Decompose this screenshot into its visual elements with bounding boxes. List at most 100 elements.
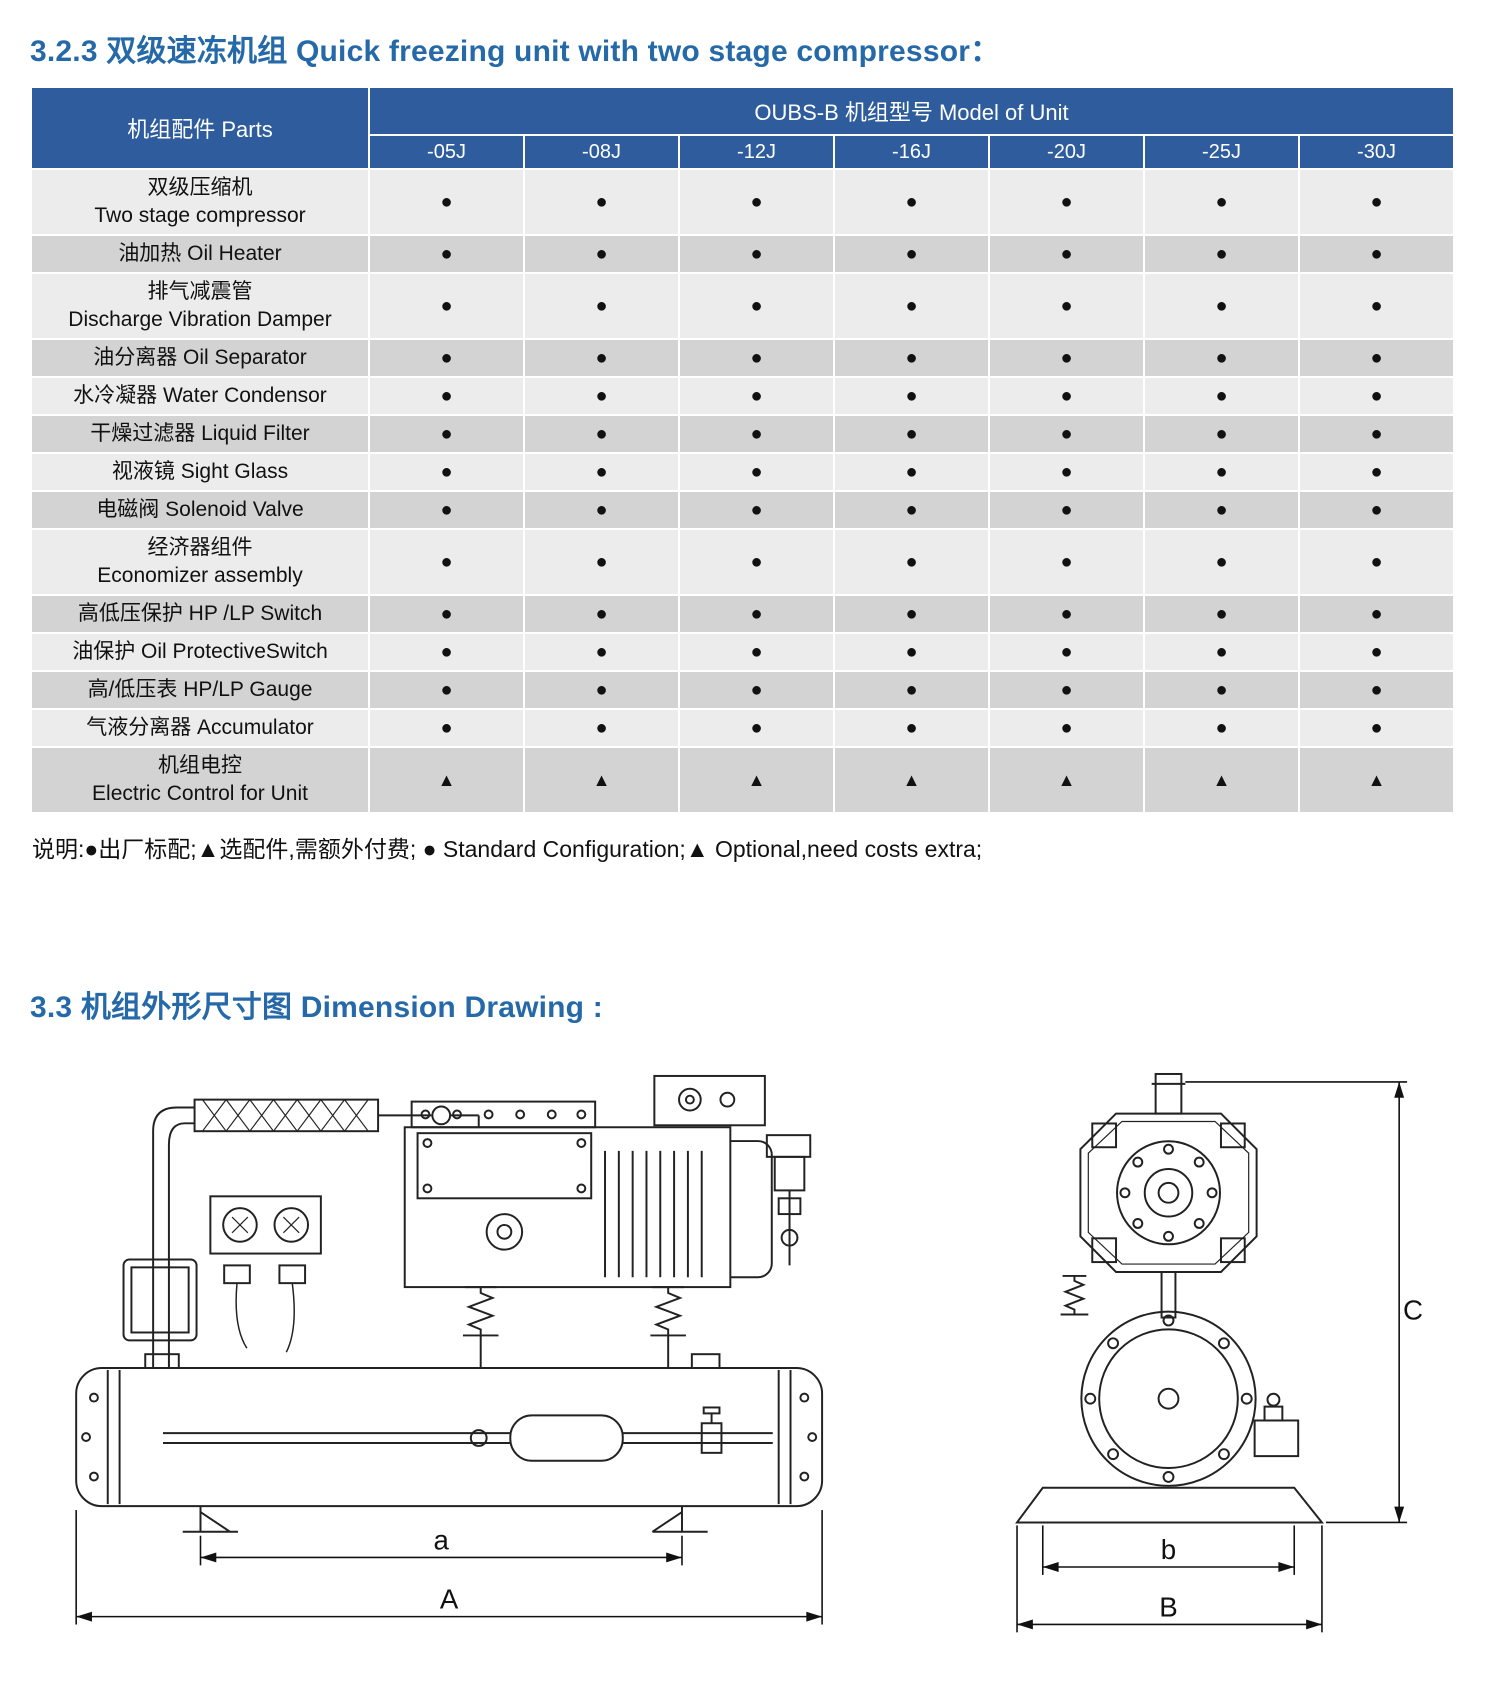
parts-table-row: 油分离器 Oil Separator●●●●●●● xyxy=(30,338,1455,378)
part-label-en: Discharge Vibration Damper xyxy=(68,308,332,331)
standard-config-mark: ● xyxy=(523,594,680,634)
standard-config-mark: ● xyxy=(678,670,835,710)
part-label-cn: 水冷凝器 Water Condensor xyxy=(73,384,327,407)
standard-config-mark: ● xyxy=(1298,708,1455,748)
standard-config-mark: ● xyxy=(988,168,1145,236)
part-label-cn: 油保护 Oil ProtectiveSwitch xyxy=(72,640,328,663)
standard-config-mark: ● xyxy=(988,338,1145,378)
dim-label-a: a xyxy=(434,1525,450,1556)
standard-config-mark: ● xyxy=(523,272,680,340)
standard-config-mark: ● xyxy=(678,490,835,530)
standard-config-mark: ● xyxy=(988,708,1145,748)
model-code-header: -25J xyxy=(1143,134,1300,170)
part-label-cn: 双级压缩机 xyxy=(147,176,253,199)
model-code-header: -16J xyxy=(833,134,990,170)
standard-config-mark: ● xyxy=(833,452,990,492)
standard-config-mark: ● xyxy=(678,528,835,596)
dimension-line-A xyxy=(75,1510,823,1625)
standard-config-mark: ● xyxy=(368,490,525,530)
standard-config-mark: ● xyxy=(678,272,835,340)
parts-table-row: 气液分离器 Accumulator●●●●●●● xyxy=(30,708,1455,748)
parts-table-row: 视液镜 Sight Glass●●●●●●● xyxy=(30,452,1455,492)
standard-config-mark: ● xyxy=(833,670,990,710)
part-label: 电磁阀 Solenoid Valve xyxy=(30,490,370,530)
standard-config-mark: ● xyxy=(368,670,525,710)
standard-config-mark: ● xyxy=(1143,632,1300,672)
standard-config-mark: ● xyxy=(368,414,525,454)
standard-config-mark: ● xyxy=(523,490,680,530)
parts-table-row: 电磁阀 Solenoid Valve●●●●●●● xyxy=(30,490,1455,530)
part-label: 排气减震管 Discharge Vibration Damper xyxy=(30,272,370,340)
standard-config-mark: ● xyxy=(678,414,835,454)
standard-config-mark: ● xyxy=(988,452,1145,492)
standard-config-mark: ● xyxy=(988,670,1145,710)
standard-config-mark: ● xyxy=(1143,528,1300,596)
standard-config-mark: ● xyxy=(988,594,1145,634)
parts-table: 机组配件 Parts OUBS-B 机组型号 Model of Unit -05… xyxy=(30,86,1455,814)
part-label: 油分离器 Oil Separator xyxy=(30,338,370,378)
standard-config-mark: ● xyxy=(988,490,1145,530)
standard-config-mark: ● xyxy=(368,234,525,274)
standard-config-mark: ● xyxy=(523,670,680,710)
standard-config-mark: ● xyxy=(1298,234,1455,274)
optional-config-mark: ▲ xyxy=(678,746,835,814)
standard-config-mark: ● xyxy=(678,632,835,672)
standard-config-mark: ● xyxy=(1143,376,1300,416)
optional-config-mark: ▲ xyxy=(368,746,525,814)
standard-config-mark: ● xyxy=(678,234,835,274)
standard-config-mark: ● xyxy=(833,528,990,596)
parts-table-row: 油加热 Oil Heater●●●●●●● xyxy=(30,234,1455,274)
part-label-cn: 气液分离器 Accumulator xyxy=(86,716,314,739)
standard-config-mark: ● xyxy=(523,168,680,236)
part-label-en: Economizer assembly xyxy=(97,564,303,587)
dimension-line-B xyxy=(1016,1525,1323,1633)
part-label: 视液镜 Sight Glass xyxy=(30,452,370,492)
dim-label-A: A xyxy=(440,1584,459,1615)
standard-config-mark: ● xyxy=(833,632,990,672)
parts-table-row: 油保护 Oil ProtectiveSwitch●●●●●●● xyxy=(30,632,1455,672)
standard-config-mark: ● xyxy=(1298,414,1455,454)
standard-config-mark: ● xyxy=(368,594,525,634)
standard-config-mark: ● xyxy=(1143,452,1300,492)
part-label-cn: 机组电控 xyxy=(158,754,242,777)
standard-config-mark: ● xyxy=(1298,338,1455,378)
parts-table-row: 高低压保护 HP /LP Switch●●●●●●● xyxy=(30,594,1455,634)
standard-config-mark: ● xyxy=(1143,168,1300,236)
standard-config-mark: ● xyxy=(1298,376,1455,416)
part-label-cn: 排气减震管 xyxy=(147,280,253,303)
standard-config-mark: ● xyxy=(523,338,680,378)
dim-label-B: B xyxy=(1159,1592,1178,1623)
standard-config-mark: ● xyxy=(833,414,990,454)
standard-config-mark: ● xyxy=(988,632,1145,672)
standard-config-mark: ● xyxy=(368,272,525,340)
optional-config-mark: ▲ xyxy=(833,746,990,814)
standard-config-mark: ● xyxy=(678,338,835,378)
standard-config-mark: ● xyxy=(1298,168,1455,236)
optional-config-mark: ▲ xyxy=(523,746,680,814)
model-code-header: -05J xyxy=(368,134,525,170)
standard-config-mark: ● xyxy=(1143,670,1300,710)
standard-config-mark: ● xyxy=(988,414,1145,454)
standard-config-mark: ● xyxy=(368,452,525,492)
part-label-en: Two stage compressor xyxy=(94,204,306,227)
parts-table-row: 干燥过滤器 Liquid Filter●●●●●●● xyxy=(30,414,1455,454)
part-label: 干燥过滤器 Liquid Filter xyxy=(30,414,370,454)
standard-config-mark: ● xyxy=(1143,338,1300,378)
standard-config-mark: ● xyxy=(1298,670,1455,710)
standard-config-mark: ● xyxy=(1143,594,1300,634)
legend-note: 说明:●出厂标配;▲选配件,需额外付费; ● Standard Configur… xyxy=(32,836,983,862)
side-view-lines xyxy=(1015,1072,1325,1524)
part-label: 水冷凝器 Water Condensor xyxy=(30,376,370,416)
model-code-header: -12J xyxy=(678,134,835,170)
standard-config-mark: ● xyxy=(678,708,835,748)
part-label-cn: 高/低压表 HP/LP Gauge xyxy=(87,678,313,701)
standard-config-mark: ● xyxy=(1143,272,1300,340)
standard-config-mark: ● xyxy=(1143,234,1300,274)
dimension-line-C xyxy=(1185,1081,1408,1524)
standard-config-mark: ● xyxy=(1143,414,1300,454)
standard-config-mark: ● xyxy=(988,234,1145,274)
part-label-cn: 经济器组件 xyxy=(147,536,253,559)
